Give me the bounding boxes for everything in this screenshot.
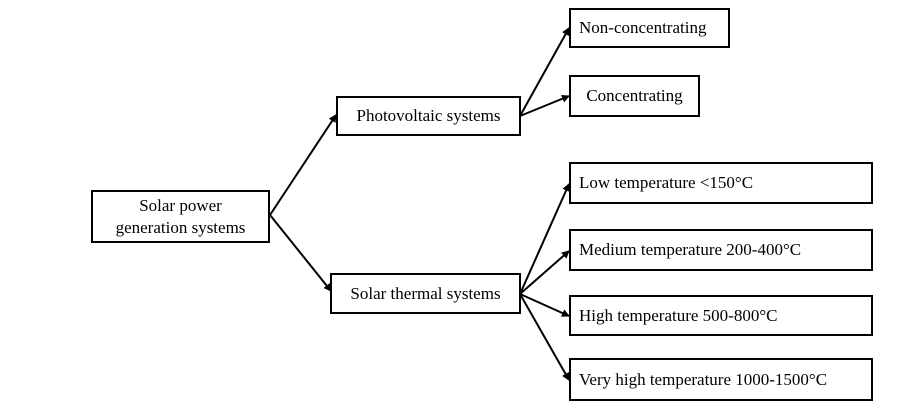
concentrating-label: Concentrating (586, 86, 683, 106)
arrow-pv-to-concentrating (519, 94, 570, 117)
arrow-thermal-to-high (519, 293, 570, 317)
thermal-label: Solar thermal systems (350, 283, 501, 303)
high-temperature-node: High temperature 500-800°C (569, 295, 873, 336)
arrow-root-to-thermal (269, 214, 332, 292)
arrow-pv-to-non-concentrating (519, 27, 570, 117)
low-temperature-node: Low temperature <150°C (569, 162, 873, 204)
photovoltaic-label: Photovoltaic systems (356, 106, 501, 126)
high-temperature-label: High temperature 500-800°C (579, 305, 778, 325)
root-node-line1: Solar power (139, 196, 222, 216)
arrow-thermal-to-medium (519, 250, 570, 295)
very-high-temperature-label: Very high temperature 1000-1500°C (579, 369, 828, 389)
medium-temperature-node: Medium temperature 200-400°C (569, 229, 873, 271)
low-temperature-label: Low temperature <150°C (579, 173, 754, 193)
medium-temperature-label: Medium temperature 200-400°C (579, 240, 802, 260)
root-node: Solar power generation systems (91, 190, 270, 243)
non-concentrating-label: Non-concentrating (579, 18, 707, 38)
arrow-thermal-to-low (519, 183, 570, 295)
arrow-root-to-photovoltaic (269, 114, 337, 216)
concentrating-node: Concentrating (569, 75, 700, 117)
arrow-thermal-to-very-high (519, 293, 570, 381)
photovoltaic-node: Photovoltaic systems (336, 96, 521, 136)
non-concentrating-node: Non-concentrating (569, 8, 730, 48)
thermal-node: Solar thermal systems (330, 273, 521, 314)
very-high-temperature-node: Very high temperature 1000-1500°C (569, 358, 873, 401)
root-node-line2: generation systems (115, 217, 246, 237)
